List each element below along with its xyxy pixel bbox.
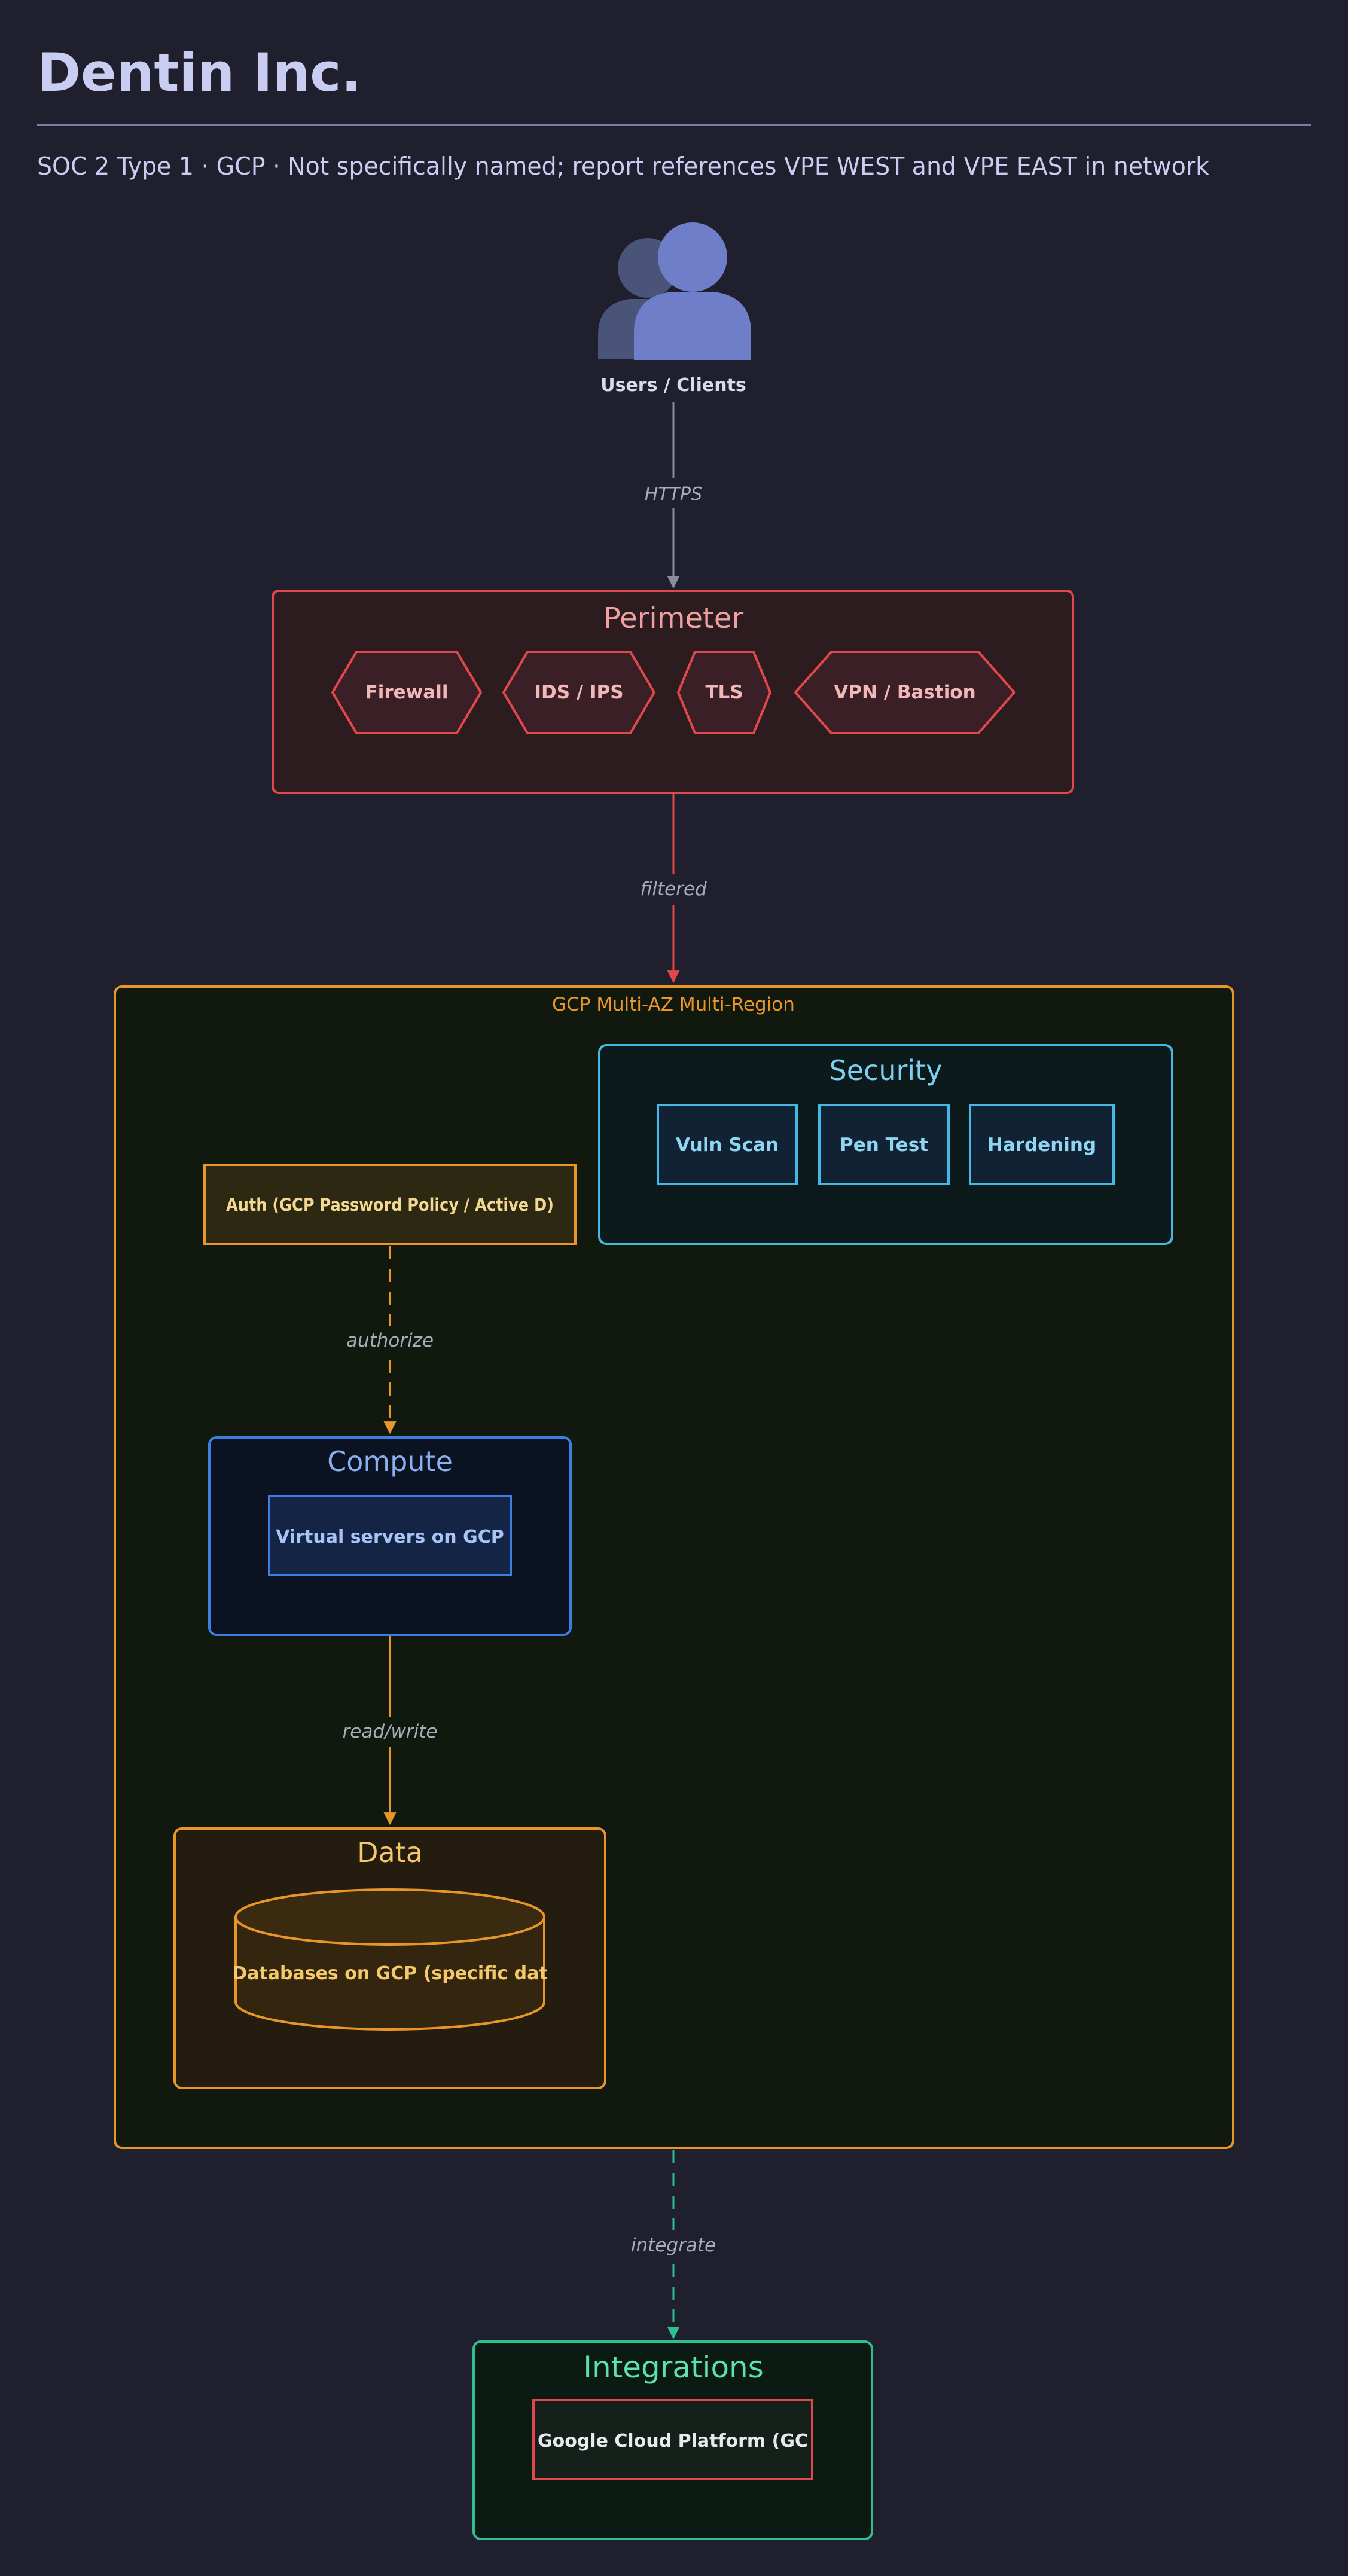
- security-vuln-scan: Vuln Scan: [657, 1104, 798, 1185]
- compute-title: Compute: [327, 1445, 453, 1478]
- cloud-label: GCP Multi-AZ Multi-Region: [552, 994, 795, 1015]
- perimeter-item-label: IDS / IPS: [534, 682, 623, 703]
- security-item-label: Hardening: [987, 1134, 1096, 1156]
- compute-item-label: Virtual servers on GCP: [276, 1527, 504, 1548]
- auth-label: Auth (GCP Password Policy / Active D): [226, 1195, 554, 1215]
- perimeter-item-label: TLS: [705, 682, 743, 703]
- users-icon: [598, 222, 751, 360]
- integration-item-label: Google Cloud Platform (GC: [538, 2431, 808, 2452]
- security-pen-test: Pen Test: [818, 1104, 950, 1185]
- compute-virtual-servers: Virtual servers on GCP: [268, 1495, 512, 1576]
- users-label: Users / Clients: [600, 375, 746, 396]
- auth-box: [203, 1164, 577, 1245]
- page-subtitle: SOC 2 Type 1 · GCP · Not specifically na…: [37, 152, 1209, 181]
- perimeter-item-label: Firewall: [365, 682, 449, 703]
- perimeter-firewall: Firewall: [331, 651, 483, 734]
- integrations-title: Integrations: [583, 2350, 764, 2385]
- security-item-label: Pen Test: [840, 1134, 928, 1156]
- edge-label-readwrite: read/write: [343, 1721, 438, 1742]
- security-hardening: Hardening: [969, 1104, 1115, 1185]
- security-title: Security: [829, 1054, 943, 1086]
- edge-label-filtered: filtered: [640, 878, 707, 900]
- edge-label-integrate: integrate: [631, 2235, 716, 2256]
- security-item-label: Vuln Scan: [676, 1134, 779, 1156]
- database-cylinder-icon: Databases on GCP (specific dat: [232, 1888, 548, 2031]
- edge-label-authorize: authorize: [346, 1330, 434, 1351]
- perimeter-zone: [272, 590, 1074, 794]
- perimeter-title: Perimeter: [603, 602, 743, 635]
- perimeter-vpn-bastion: VPN / Bastion: [794, 651, 1016, 734]
- data-title: Data: [357, 1836, 423, 1869]
- perimeter-item-label: VPN / Bastion: [834, 682, 975, 703]
- page-title: Dentin Inc.: [37, 42, 361, 103]
- integration-google-cloud: Google Cloud Platform (GC: [532, 2399, 813, 2480]
- data-item-label: Databases on GCP (specific dat: [232, 1963, 547, 1984]
- perimeter-tls: TLS: [676, 651, 772, 734]
- perimeter-ids-ips: IDS / IPS: [502, 651, 656, 734]
- edge-label-https: HTTPS: [645, 484, 702, 505]
